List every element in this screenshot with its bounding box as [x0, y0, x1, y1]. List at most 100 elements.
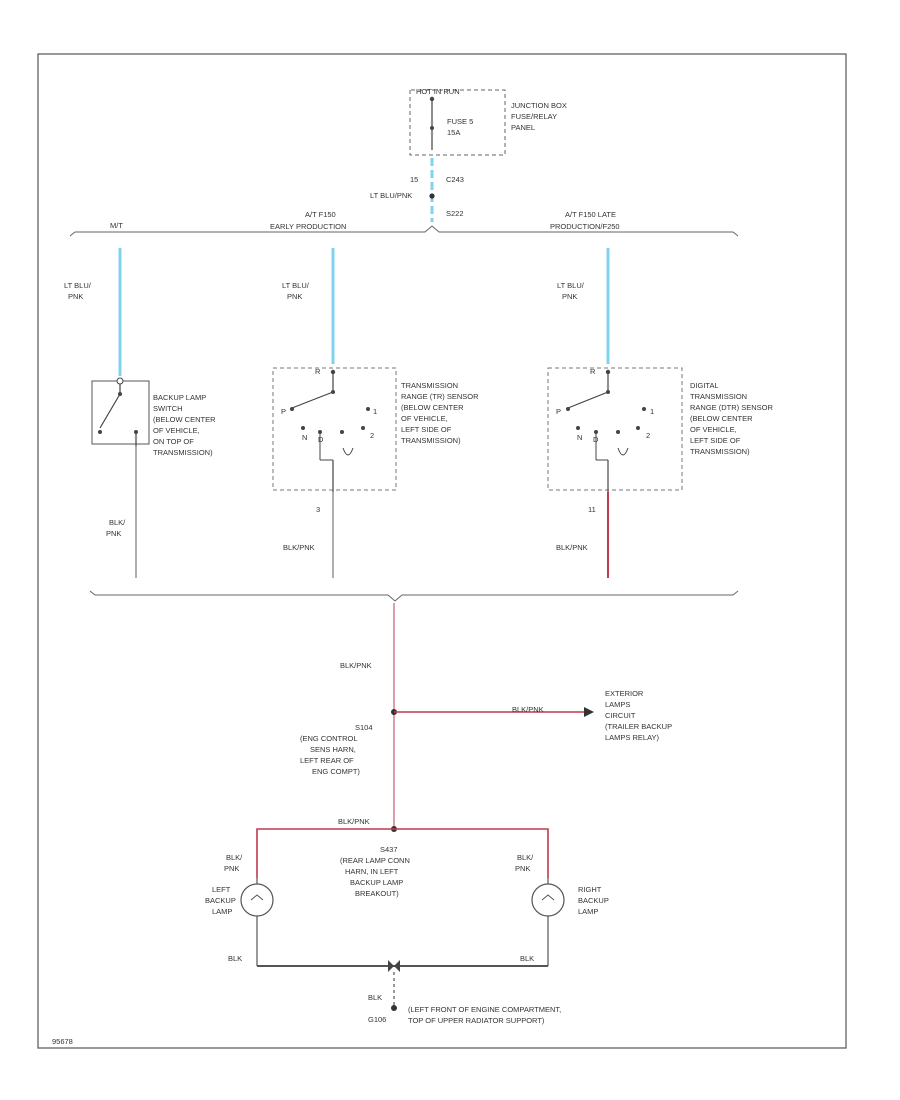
s104-label-1: S104 [355, 723, 373, 732]
dtr-gear-d: D [593, 435, 599, 444]
splice-s104-label: S104 (ENG CONTROL SENS HARN, LEFT REAR O… [300, 723, 375, 776]
early-wire-top-label-2: PNK [287, 292, 302, 301]
tr-sensor-label-1: TRANSMISSION [401, 381, 458, 390]
late-wire-top-label-2: PNK [562, 292, 577, 301]
dtr-gear-p: P [556, 407, 561, 416]
backup-lamp-switch [91, 377, 150, 446]
ground-location-2: TOP OF UPPER RADIATOR SUPPORT) [408, 1016, 545, 1025]
tr-gear-1: 1 [373, 407, 377, 416]
left-wire-label-2: PNK [224, 864, 239, 873]
early-wire-bottom-label: BLK/PNK [283, 543, 315, 552]
s104-label-5: ENG COMPT) [312, 767, 360, 776]
late-wire-top-label: LT BLU/ PNK [557, 281, 586, 301]
dtr-sensor-label-7: TRANSMISSION) [690, 447, 750, 456]
mt-wire-bottom-label-2: PNK [106, 529, 121, 538]
junction-box-label-3: PANEL [511, 123, 535, 132]
right-backup-lamp-label: RIGHT BACKUP LAMP [578, 885, 611, 916]
right-lamp-label-2: BACKUP [578, 896, 609, 905]
dtr-sensor-label-5: OF VEHICLE, [690, 425, 737, 434]
tr-sensor-label-5: LEFT SIDE OF [401, 425, 452, 434]
early-wire-top-label: LT BLU/ PNK [282, 281, 311, 301]
dtr-sensor-label-4: (BELOW CENTER [690, 414, 753, 423]
late-wire-top-label-1: LT BLU/ [557, 281, 585, 290]
fuse-label: FUSE 5 [447, 117, 473, 126]
tr-sensor-label: TRANSMISSION RANGE (TR) SENSOR (BELOW CE… [401, 381, 481, 445]
right-wire-label-2: PNK [515, 864, 530, 873]
branch-early-label-2: EARLY PRODUCTION [270, 222, 346, 231]
branch-late-label: A/T F150 LATE PRODUCTION/F250 [550, 210, 620, 231]
s437-label-1: S437 [380, 845, 398, 854]
switch-label-1: BACKUP LAMP [153, 393, 206, 402]
switch-label-3: (BELOW CENTER [153, 415, 216, 424]
tr-pin-label: 3 [316, 505, 320, 514]
branch-mt-label: M/T [110, 221, 123, 230]
dtr-gear-1: 1 [650, 407, 654, 416]
s104-label-2: (ENG CONTROL [300, 734, 357, 743]
ground-location-1: (LEFT FRONT OF ENGINE COMPARTMENT, [408, 1005, 561, 1014]
left-backup-lamp-label: LEFT BACKUP LAMP [205, 885, 238, 916]
right-lamp-label-1: RIGHT [578, 885, 602, 894]
bottom-branch-bracket [89, 590, 739, 602]
late-wire-bottom-label: BLK/PNK [556, 543, 588, 552]
splice-s222-label: S222 [446, 209, 464, 218]
tr-gear-r: R [315, 367, 321, 376]
tr-gear-p: P [281, 407, 286, 416]
junction-box-label: JUNCTION BOX FUSE/RELAY PANEL [511, 101, 569, 132]
dtr-gear-r: R [590, 367, 596, 376]
ground-g106-label: G106 [368, 1015, 386, 1024]
s104-label-4: LEFT REAR OF [300, 756, 354, 765]
feed-wire-label: LT BLU/PNK [370, 191, 412, 200]
junction-box-label-2: FUSE/RELAY [511, 112, 557, 121]
tr-gear-n: N [302, 433, 307, 442]
dtr-sensor-label-3: RANGE (DTR) SENSOR [690, 403, 774, 412]
tr-sensor-label-6: TRANSMISSION) [401, 436, 461, 445]
tr-sensor [272, 367, 397, 492]
rear-wire-top-label: BLK/PNK [338, 817, 370, 826]
connector-pin-label: 15 [410, 175, 418, 184]
fuse-rating-label: 15A [447, 128, 460, 137]
exterior-label-1: EXTERIOR [605, 689, 644, 698]
left-backup-lamp [240, 878, 274, 966]
mt-wire-bottom-label-1: BLK/ [109, 518, 126, 527]
left-lamp-wire-label: BLK/ PNK [224, 853, 244, 873]
branch-early-label-1: A/T F150 [305, 210, 336, 219]
left-wire-label-1: BLK/ [226, 853, 243, 862]
exterior-arrow [584, 707, 594, 717]
trunk-wire-label: BLK/PNK [340, 661, 372, 670]
tr-sensor-label-4: OF VEHICLE, [401, 414, 448, 423]
exterior-lamps-label: EXTERIOR LAMPS CIRCUIT (TRAILER BACKUP L… [605, 689, 674, 742]
backup-lamp-switch-label: BACKUP LAMP SWITCH (BELOW CENTER OF VEHI… [153, 393, 218, 457]
s437-label-3: HARN, IN LEFT [345, 867, 399, 876]
right-wire-label-1: BLK/ [517, 853, 534, 862]
ground-wire-label: BLK [368, 993, 382, 1002]
exterior-label-4: (TRAILER BACKUP [605, 722, 672, 731]
s437-label-4: BACKUP LAMP [350, 878, 403, 887]
branch-early-label: A/T F150 EARLY PRODUCTION [270, 210, 346, 231]
tr-gear-2: 2 [370, 431, 374, 440]
left-lamp-label-2: BACKUP [205, 896, 236, 905]
power-source-label: HOT IN RUN [416, 87, 460, 96]
branch-late-label-2: PRODUCTION/F250 [550, 222, 620, 231]
mt-wire-top-label-2: PNK [68, 292, 83, 301]
mt-wire-top-label-1: LT BLU/ [64, 281, 92, 290]
connector-c243-label: C243 [446, 175, 464, 184]
dtr-gear-2: 2 [646, 431, 650, 440]
dtr-sensor-label-6: LEFT SIDE OF [690, 436, 741, 445]
dtr-gear-n: N [577, 433, 582, 442]
mt-wire-top-label: LT BLU/ PNK [64, 281, 93, 301]
exterior-label-2: LAMPS [605, 700, 630, 709]
s437-label-2: (REAR LAMP CONN [340, 856, 410, 865]
exterior-label-5: LAMPS RELAY) [605, 733, 660, 742]
connector-c243-dot [429, 193, 435, 199]
dtr-sensor [547, 367, 683, 492]
right-lamp-label-3: LAMP [578, 907, 598, 916]
figure-code: 95678 [52, 1037, 73, 1046]
left-lamp-label-1: LEFT [212, 885, 231, 894]
ground-right-label: BLK [520, 954, 534, 963]
s104-label-3: SENS HARN, [310, 745, 356, 754]
early-wire-top-label-1: LT BLU/ [282, 281, 310, 290]
rear-top-wire [256, 828, 549, 878]
switch-label-2: SWITCH [153, 404, 183, 413]
tr-gear-d: D [318, 435, 324, 444]
